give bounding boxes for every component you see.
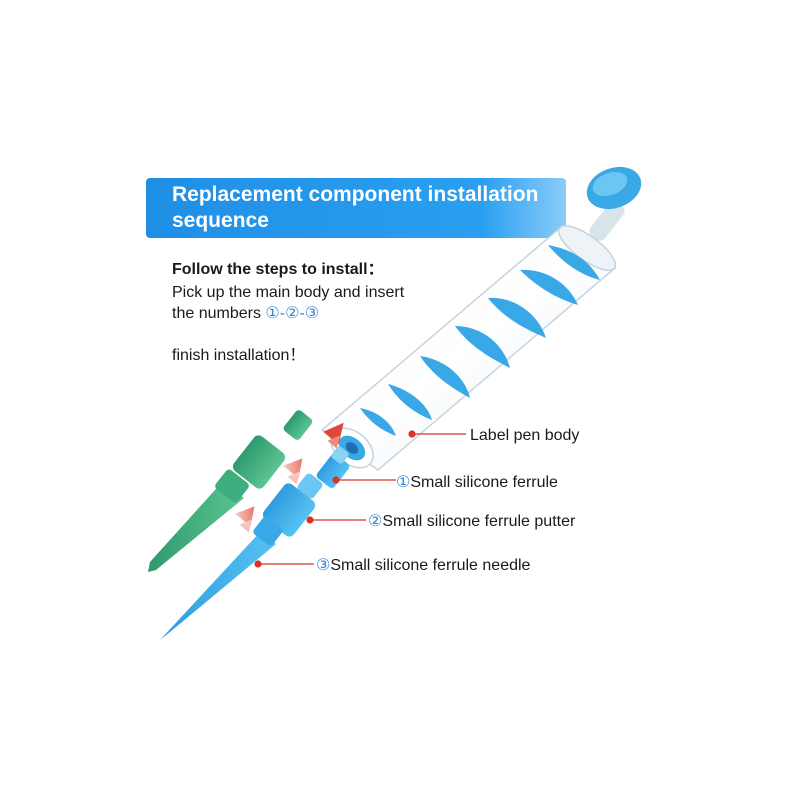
callout-ferrule: ①Small silicone ferrule <box>396 473 558 493</box>
instructions-heading: Follow the steps to install： <box>172 260 384 280</box>
ferrule-label: Small silicone ferrule <box>410 474 558 491</box>
needle-number: ③ <box>316 557 331 574</box>
title-banner <box>146 178 566 238</box>
instructions-line2-prefix: the numbers <box>172 305 266 322</box>
callout-pen-body: Label pen body <box>470 427 580 444</box>
needle-label: Small silicone ferrule needle <box>330 557 531 574</box>
putter-number: ② <box>368 513 383 530</box>
instructions-heading-text: Follow the steps to install： <box>172 261 384 278</box>
banner-title-line1: Replacement component installation <box>172 183 539 206</box>
sequence-numbers: ①-②-③ <box>265 305 320 322</box>
ferrule-number: ① <box>396 474 411 491</box>
ferrule-part-icon <box>316 446 350 488</box>
pen-body-icon <box>320 225 617 471</box>
callout-putter: ②Small silicone ferrule putter <box>368 512 575 532</box>
instructions-line2: the numbers ①-②-③ <box>172 304 319 324</box>
step-arrows-icon <box>235 458 303 533</box>
instructions-finish: finish installation！ <box>172 347 306 364</box>
pen-knob-icon <box>586 166 642 241</box>
banner-title-line2: sequence <box>172 209 269 232</box>
needle-part-icon <box>160 516 283 640</box>
insert-arrow-icon <box>323 422 344 449</box>
putter-label: Small silicone ferrule putter <box>382 513 576 530</box>
instructions-line1: Pick up the main body and insert <box>172 284 405 301</box>
callout-needle: ③Small silicone ferrule needle <box>316 556 530 576</box>
leader-lines <box>254 430 466 568</box>
green-parts-icon <box>148 410 313 572</box>
